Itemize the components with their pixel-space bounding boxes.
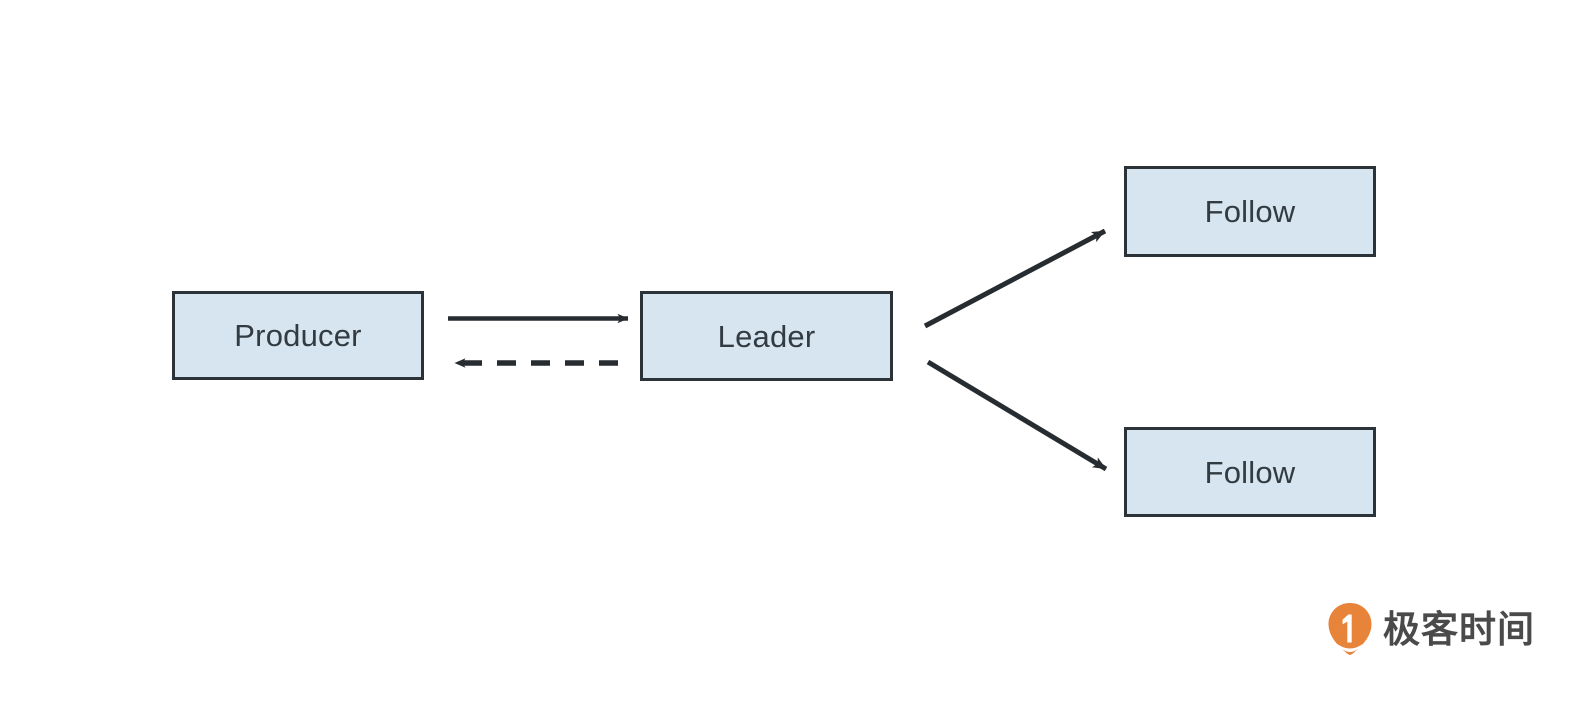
brand-logo: 极客时间 xyxy=(1327,598,1534,660)
node-producer[interactable]: Producer xyxy=(172,291,424,380)
node-producer-label: Producer xyxy=(234,318,362,353)
edge-leader-to-follow-top xyxy=(923,228,1107,329)
node-follow-bottom[interactable]: Follow xyxy=(1124,427,1376,517)
geektime-pin-icon xyxy=(1328,603,1372,655)
node-follow-top-label: Follow xyxy=(1204,194,1296,229)
node-leader[interactable]: Leader xyxy=(640,291,893,381)
node-follow-top[interactable]: Follow xyxy=(1124,166,1376,257)
node-follow-bottom-label: Follow xyxy=(1204,454,1296,490)
brand-name: 极客时间 xyxy=(1383,607,1535,651)
edge-leader-to-follow-bottom xyxy=(926,359,1108,472)
node-leader-label: Leader xyxy=(717,318,816,354)
